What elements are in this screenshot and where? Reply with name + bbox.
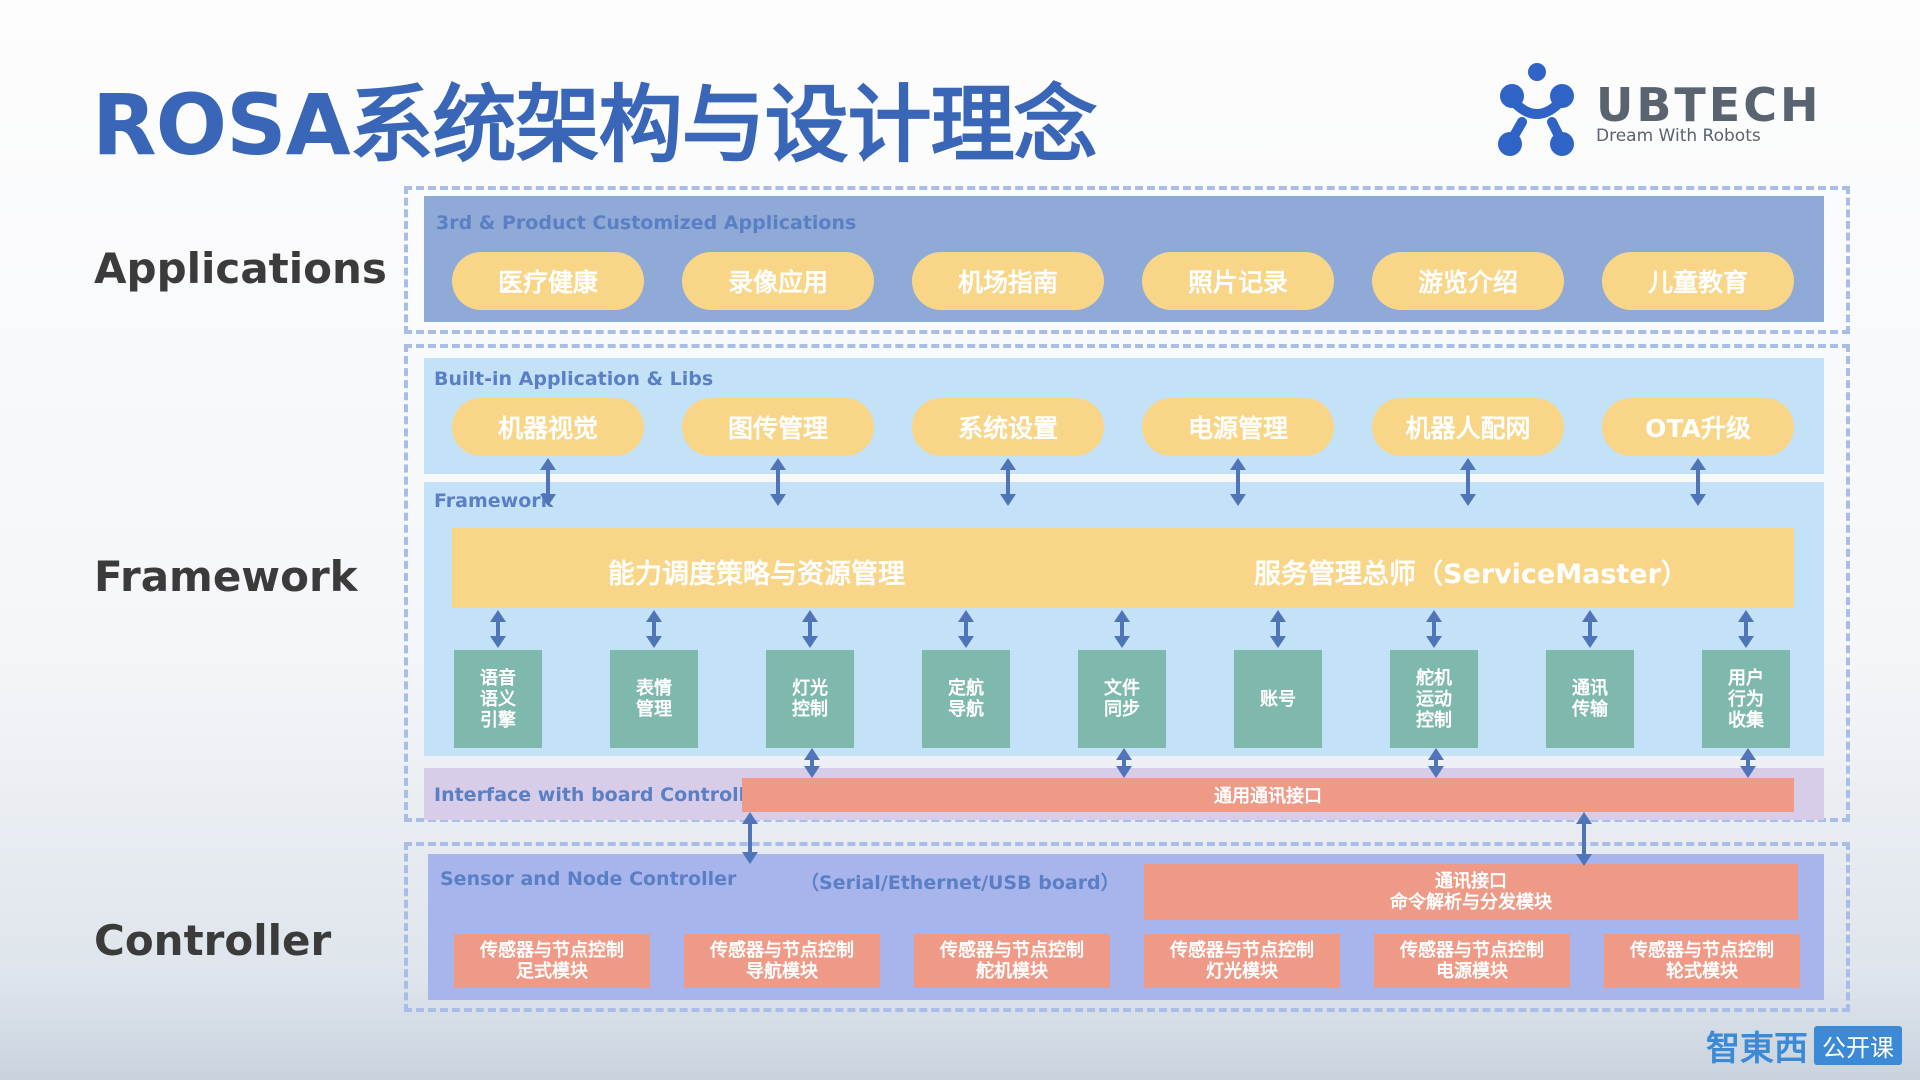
builtin-band-title: Built-in Application & Libs <box>434 368 714 390</box>
builtin-pill[interactable]: OTA升级 <box>1602 398 1794 456</box>
framework-module[interactable]: 账号 <box>1234 650 1322 748</box>
service-bar-right-label: 服务管理总师（ServiceMaster） <box>1254 559 1688 590</box>
watermark: 智東西 公开课 <box>1706 1021 1902 1070</box>
comm-interface-bar[interactable]: 通用通讯接口 <box>742 778 1794 812</box>
controller-module[interactable]: 传感器与节点控制 足式模块 <box>454 934 650 988</box>
controller-band-title: Sensor and Node Controller <box>440 868 737 890</box>
framework-module[interactable]: 文件 同步 <box>1078 650 1166 748</box>
ubtech-logo: UBTECH Dream With Robots <box>1492 62 1852 162</box>
app-pill[interactable]: 医疗健康 <box>452 252 644 310</box>
layer-label-applications: Applications <box>94 244 387 293</box>
logo-wordmark: UBTECH <box>1596 78 1822 132</box>
app-pill[interactable]: 游览介绍 <box>1372 252 1564 310</box>
controller-module[interactable]: 传感器与节点控制 舵机模块 <box>914 934 1110 988</box>
logo-tagline: Dream With Robots <box>1596 126 1761 146</box>
app-pill[interactable]: 机场指南 <box>912 252 1104 310</box>
watermark-brand: 智東西 <box>1706 1029 1808 1069</box>
app-pill[interactable]: 录像应用 <box>682 252 874 310</box>
framework-module[interactable]: 灯光 控制 <box>766 650 854 748</box>
builtin-pill[interactable]: 机器人配网 <box>1372 398 1564 456</box>
applications-layer-border <box>404 186 1850 334</box>
builtin-pill[interactable]: 系统设置 <box>912 398 1104 456</box>
controller-module[interactable]: 传感器与节点控制 电源模块 <box>1374 934 1570 988</box>
ubtech-logo-mark-icon <box>1498 63 1574 156</box>
controller-band-subtitle: （Serial/Ethernet/USB board） <box>800 872 1120 894</box>
framework-module[interactable]: 语音 语义 引擎 <box>454 650 542 748</box>
applications-band-title: 3rd & Product Customized Applications <box>436 212 857 234</box>
builtin-pill[interactable]: 图传管理 <box>682 398 874 456</box>
framework-layer-border <box>404 344 1850 822</box>
service-bar <box>452 528 1794 608</box>
service-bar-left-label: 能力调度策略与资源管理 <box>608 559 905 590</box>
page-title: ROSA系统架构与设计理念 <box>92 76 1098 174</box>
applications-band <box>424 196 1824 322</box>
framework-module[interactable]: 舵机 运动 控制 <box>1390 650 1478 748</box>
framework-band-title: Framework <box>434 490 554 512</box>
framework-module[interactable]: 用户 行为 收集 <box>1702 650 1790 748</box>
controller-module[interactable]: 传感器与节点控制 灯光模块 <box>1144 934 1340 988</box>
app-pill[interactable]: 儿童教育 <box>1602 252 1794 310</box>
layer-label-framework: Framework <box>94 552 358 601</box>
controller-module[interactable]: 传感器与节点控制 轮式模块 <box>1604 934 1800 988</box>
comm-parse-module[interactable]: 通讯接口 命令解析与分发模块 <box>1144 864 1798 920</box>
watermark-badge: 公开课 <box>1814 1026 1902 1065</box>
builtin-band <box>424 358 1824 474</box>
interface-band-title: Interface with board Controller <box>434 784 768 806</box>
builtin-pill[interactable]: 机器视觉 <box>452 398 644 456</box>
framework-module[interactable]: 通讯 传输 <box>1546 650 1634 748</box>
builtin-pill[interactable]: 电源管理 <box>1142 398 1334 456</box>
controller-layer-border <box>404 842 1850 1012</box>
layer-label-controller: Controller <box>94 916 332 965</box>
app-pill[interactable]: 照片记录 <box>1142 252 1334 310</box>
framework-module[interactable]: 定航 导航 <box>922 650 1010 748</box>
controller-module[interactable]: 传感器与节点控制 导航模块 <box>684 934 880 988</box>
framework-module[interactable]: 表情 管理 <box>610 650 698 748</box>
